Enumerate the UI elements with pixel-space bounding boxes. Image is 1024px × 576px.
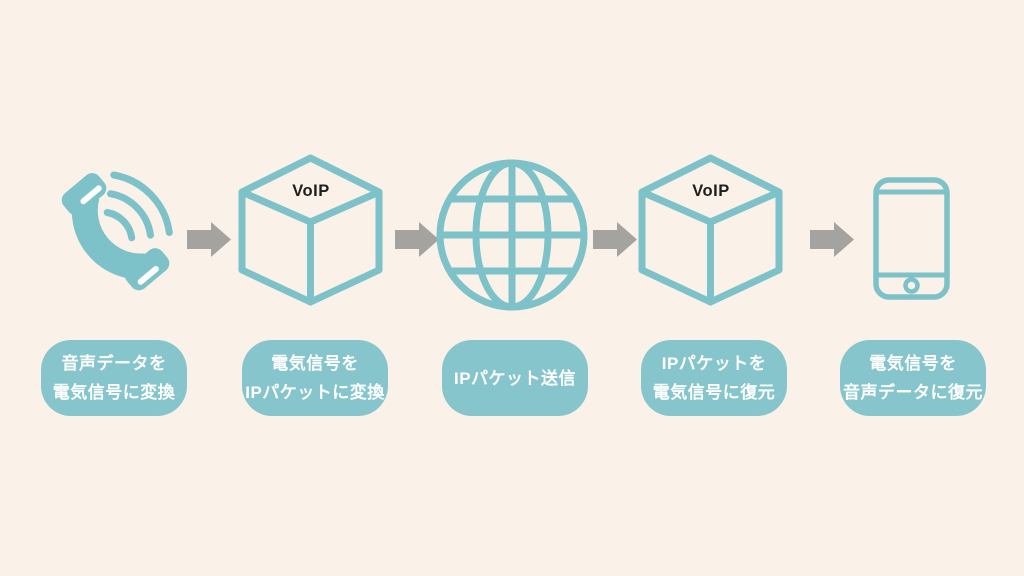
arrow-right-icon xyxy=(593,222,637,257)
sound-waves xyxy=(103,171,173,242)
step-label-line: 電気信号に復元 xyxy=(652,383,776,402)
step-label-line: 電気信号を xyxy=(869,354,957,373)
step-label-line: 電気信号に変換 xyxy=(52,383,176,402)
step-5-label: 電気信号を 音声データに復元 xyxy=(840,340,986,416)
step-4-label: IPパケットを 電気信号に復元 xyxy=(641,340,787,416)
step-1-label: 音声データを 電気信号に変換 xyxy=(41,340,187,416)
arrow-right-icon xyxy=(810,222,854,257)
step-label-line: IPパケットを xyxy=(661,354,767,373)
step-label-line: 音声データを xyxy=(61,354,167,373)
phone-handset-icon xyxy=(61,171,173,291)
voip-cube-label: VoIP xyxy=(692,182,730,200)
step-label-line: 音声データに復元 xyxy=(843,383,983,402)
arrow-right-icon xyxy=(187,222,231,257)
step-2-label: 電気信号を IPパケットに変換 xyxy=(242,340,388,416)
step-3-label: IPパケット送信 xyxy=(442,340,588,416)
step-label-line: IPパケット送信 xyxy=(453,368,577,388)
smartphone-icon xyxy=(873,177,950,300)
internet-globe-icon xyxy=(436,159,588,311)
home-button xyxy=(903,277,920,294)
handset-receiver xyxy=(61,173,170,291)
voip-decode-cube-icon xyxy=(638,154,783,306)
step-label-line: 電気信号を xyxy=(271,354,359,373)
voip-cube-label: VoIP xyxy=(292,182,330,200)
voip-encode-cube-icon xyxy=(238,154,383,306)
arrow-right-icon xyxy=(395,222,439,257)
step-label-line: IPパケットに変換 xyxy=(245,383,385,402)
